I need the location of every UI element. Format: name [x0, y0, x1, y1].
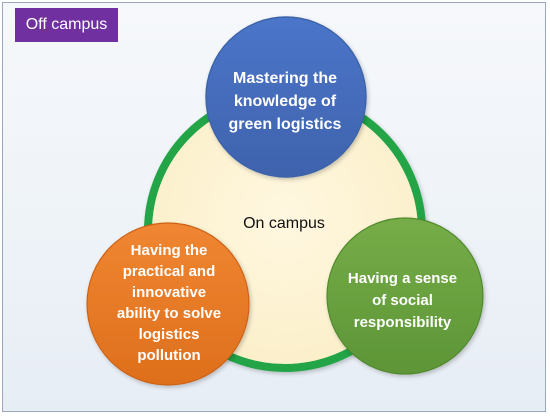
orange-circle-label: Having the practical and innovative abil… — [116, 242, 222, 364]
blue-circle-label: Mastering the knowledge of green logisti… — [228, 70, 342, 133]
green-circle — [326, 217, 484, 375]
on-campus-label: On campus — [243, 215, 325, 232]
green-circle-label: Having a sense of social responsibility — [347, 270, 458, 331]
blue-circle — [205, 16, 367, 178]
off-campus-label: Off campus — [15, 8, 118, 42]
orange-circle — [86, 222, 250, 386]
